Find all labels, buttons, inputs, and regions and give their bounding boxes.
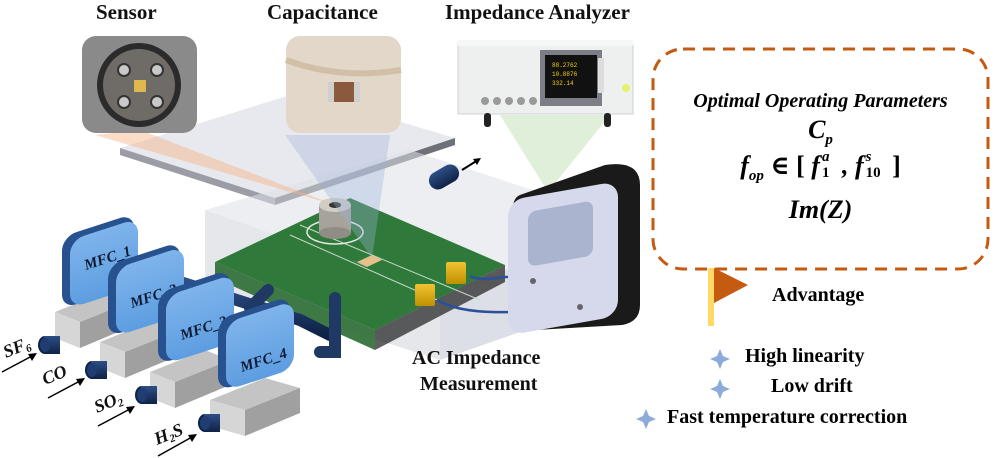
gas-so2: SO2 xyxy=(91,390,135,427)
sensor-title: Sensor xyxy=(96,0,157,24)
flag-icon xyxy=(708,268,748,326)
optimal-parameters-panel: Optimal Operating Parameters Cp fop ∈ [ … xyxy=(651,47,990,271)
arrow-icon xyxy=(188,434,197,442)
measurement-title: Measurement xyxy=(420,373,538,395)
svg-text:10.8876: 10.8876 xyxy=(552,71,578,78)
capacitance-title: Capacitance xyxy=(267,0,378,24)
parameters-heading: Optimal Operating Parameters xyxy=(693,90,948,112)
star-icon xyxy=(636,409,656,429)
svg-text:CO: CO xyxy=(39,361,70,389)
mfc-4: MFC_4 xyxy=(198,299,300,436)
impedance-analyzer-title: Impedance Analyzer xyxy=(445,0,630,24)
gas-co: CO xyxy=(39,361,85,399)
mfc-units: MFC_1 MFC_2 MFC_3 xyxy=(38,217,341,436)
star-icon xyxy=(710,379,730,399)
parameters-box-border xyxy=(651,47,990,271)
arrow-icon xyxy=(28,353,37,361)
gas-sf6: SF6 xyxy=(0,333,37,373)
capacitance-photo xyxy=(284,36,402,133)
star-icon xyxy=(710,349,730,369)
svg-text:H2S: H2S xyxy=(150,419,187,451)
sensor-photo xyxy=(82,36,197,133)
svg-text:SF6: SF6 xyxy=(0,333,34,364)
gas-sensor-component xyxy=(306,198,364,245)
ac-impedance-title: AC Impedance xyxy=(412,347,541,369)
impedance-analyzer-device: 88.2762 10.8876 332.14 xyxy=(457,40,634,127)
advantage-title: Advantage xyxy=(772,284,865,306)
analyzer-projection-beam xyxy=(500,115,610,192)
svg-text:332.14: 332.14 xyxy=(552,80,574,87)
advantage-item: High linearity xyxy=(745,345,865,367)
advantage-item: Fast temperature correction xyxy=(667,406,908,428)
capacitance-projection-beam xyxy=(285,135,390,258)
gas-outlet xyxy=(428,158,481,190)
gas-h2s: H2S xyxy=(150,419,197,457)
arrow-icon xyxy=(76,378,85,386)
star-icons xyxy=(636,349,730,429)
svg-text:88.2762: 88.2762 xyxy=(552,62,578,69)
arrow-icon xyxy=(126,406,135,414)
cp-formula: Cp xyxy=(808,115,833,149)
sensor-projection-beam xyxy=(95,130,335,205)
measurement-device xyxy=(508,164,640,333)
imz-formula: Im(Z) xyxy=(788,195,853,224)
capacitor-component xyxy=(352,255,382,267)
advantage-item: Low drift xyxy=(771,375,853,397)
